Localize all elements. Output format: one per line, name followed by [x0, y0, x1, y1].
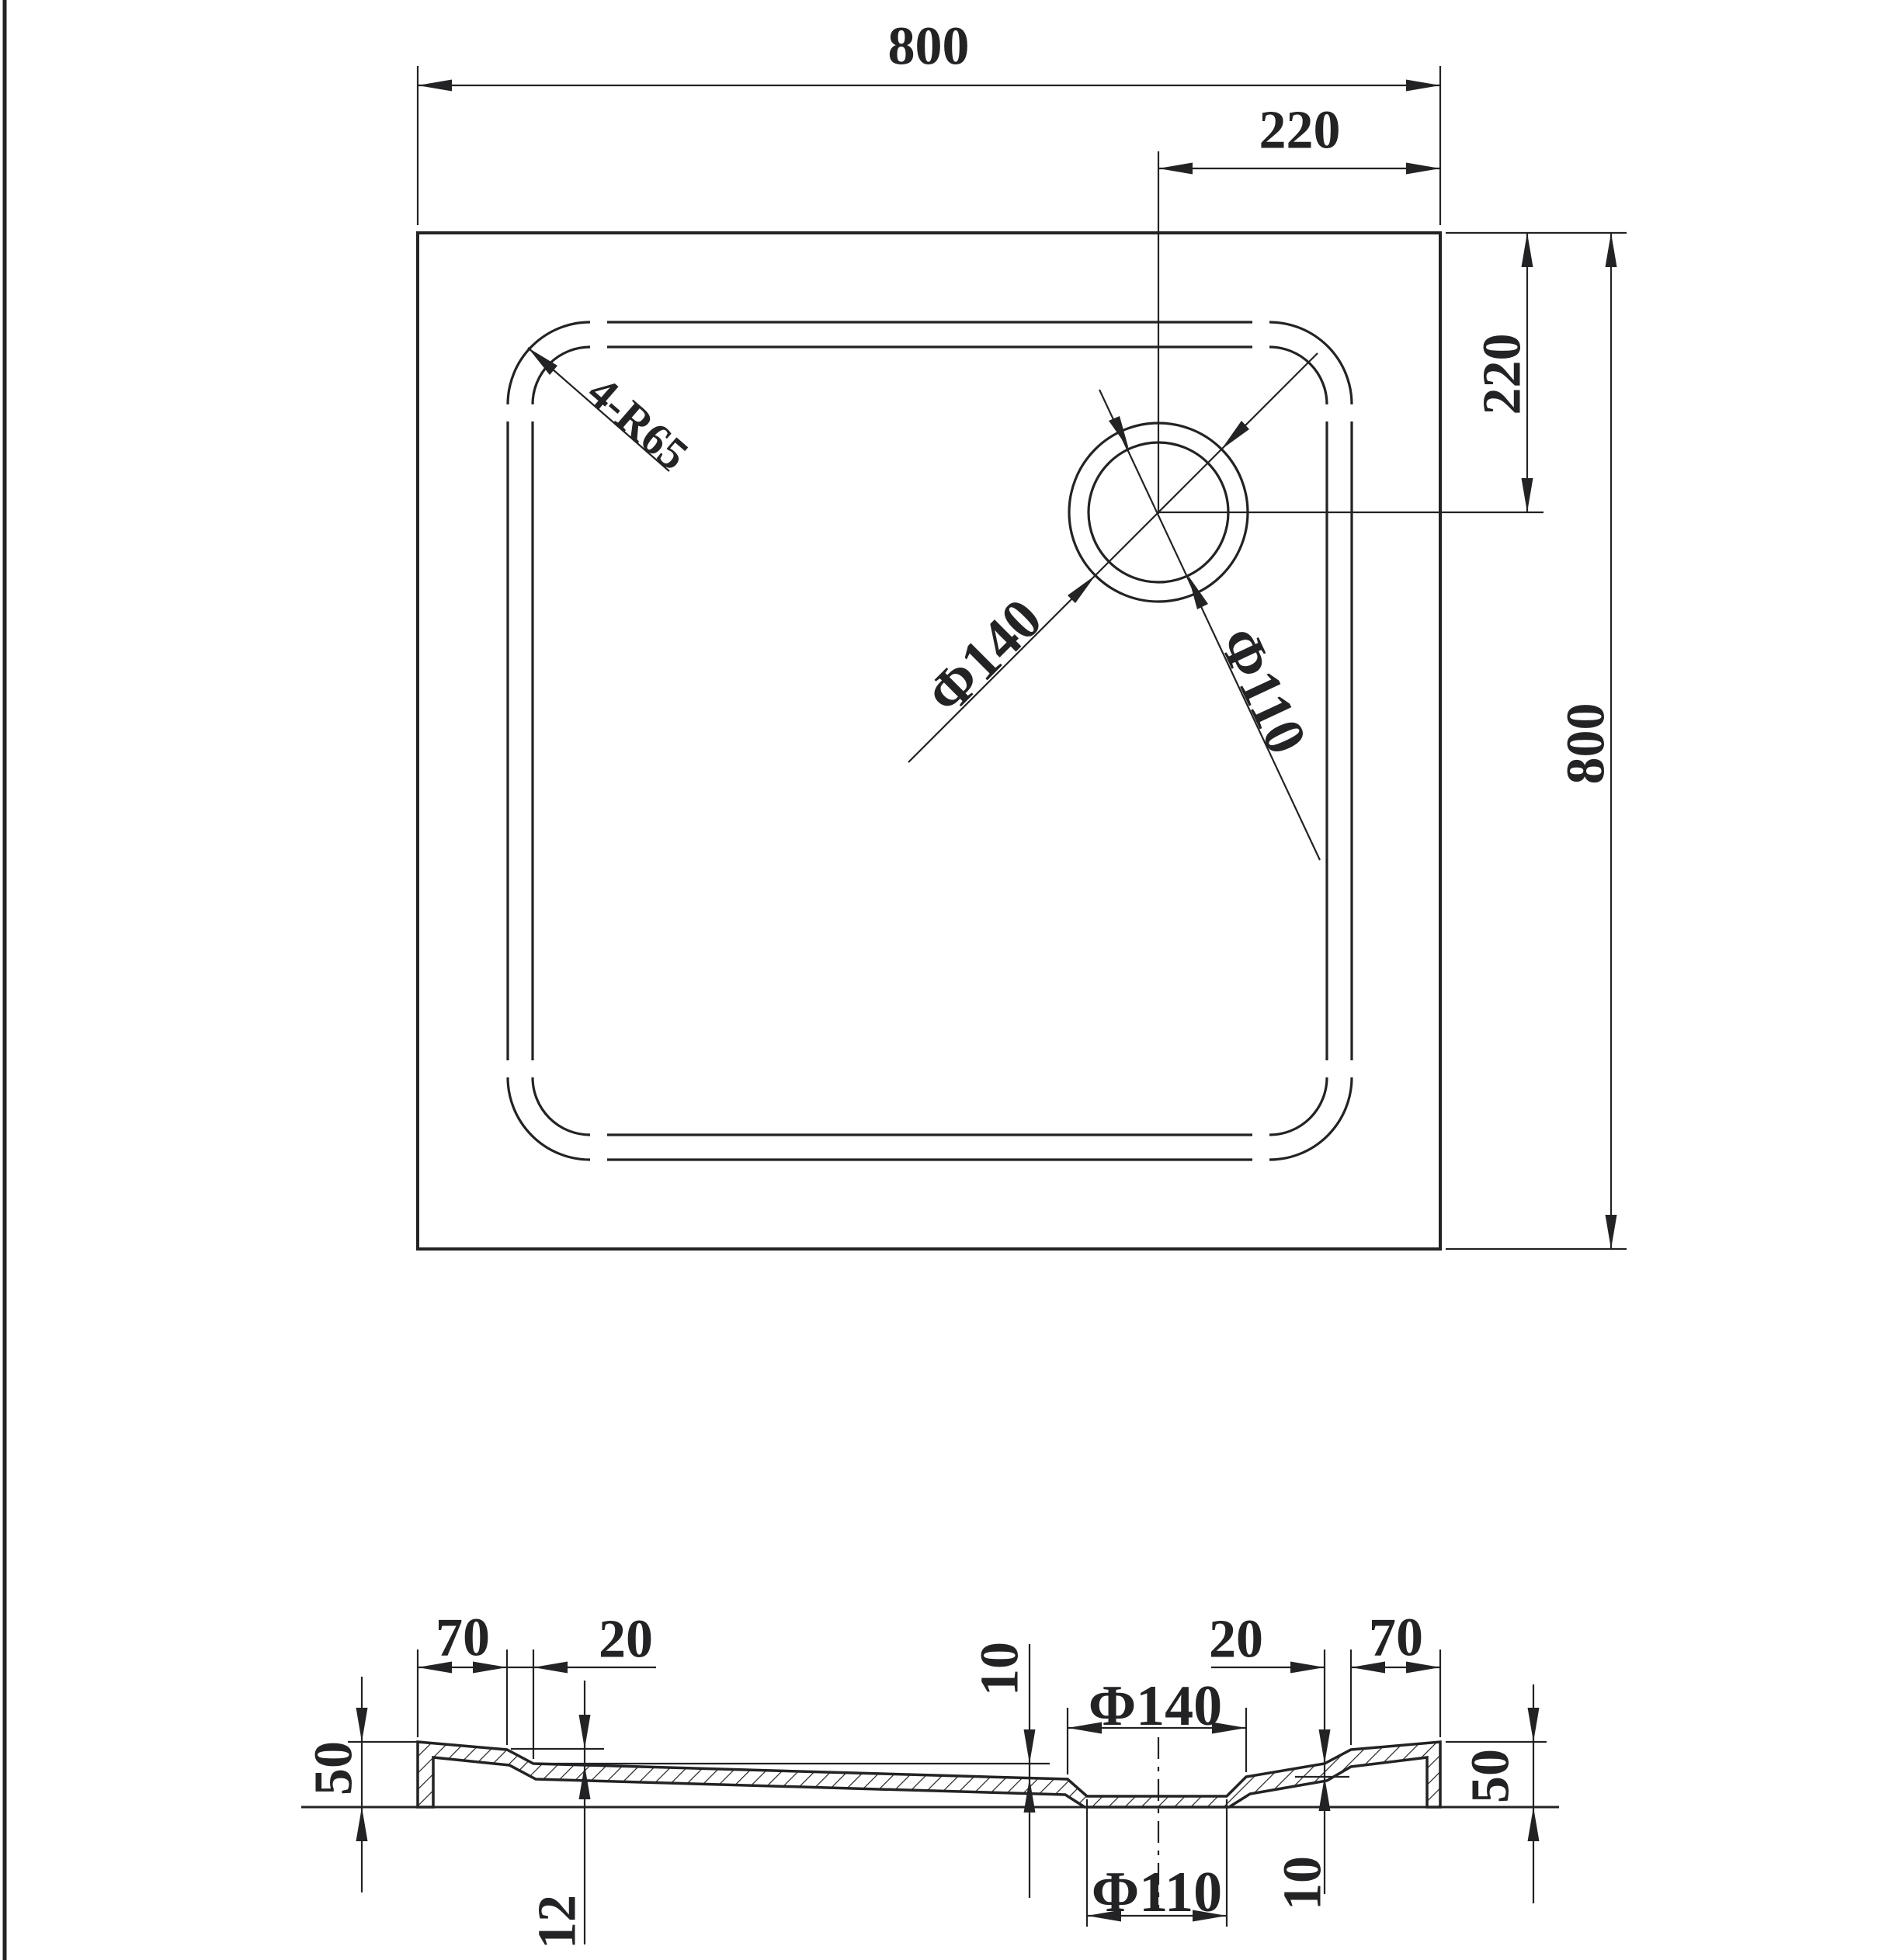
drain-centerlines [1157, 151, 1544, 514]
plan-height-label: 800 [1557, 703, 1616, 785]
section-view: 70 20 10 Φ140 20 70 50 50 12 Φ110 10 [301, 1608, 1559, 1949]
section-drop-right-label: 10 [1273, 1856, 1333, 1910]
section-rim-left-label: 70 [436, 1608, 490, 1668]
plan-width-label: 800 [888, 17, 970, 77]
section-step-left-label: 20 [599, 1610, 653, 1670]
plan-drain-offset-y-label: 220 [1473, 334, 1533, 415]
plan-rim-outer-edge [506, 321, 1353, 1161]
section-floor-thickness-label: 12 [528, 1895, 588, 1949]
corner-radius-label: 4-R65 [578, 366, 698, 480]
drain-inner-diameter-label: Φ110 [1206, 618, 1318, 763]
section-rim-right-label: 70 [1369, 1608, 1423, 1668]
section-sump-top-label: Φ140 [1089, 1674, 1222, 1738]
plan-drain-offset-x-label: 220 [1259, 101, 1341, 161]
plan-dimension-lines [416, 66, 1627, 1251]
section-profile [416, 1740, 1442, 1809]
drain-outer-diameter-label: Φ140 [915, 587, 1054, 727]
section-step-right-label: 20 [1209, 1610, 1263, 1670]
plan-drain [1068, 151, 1544, 603]
plan-view: 800 220 220 800 4-R65 Φ140 Φ110 [416, 17, 1627, 1251]
section-sump-bottom-label: Φ110 [1092, 1861, 1222, 1924]
section-height-right-label: 50 [1461, 1749, 1521, 1803]
section-height-left-label: 50 [304, 1741, 364, 1795]
section-drop-left-label: 10 [971, 1642, 1030, 1696]
plan-outer-square [416, 231, 1442, 1251]
